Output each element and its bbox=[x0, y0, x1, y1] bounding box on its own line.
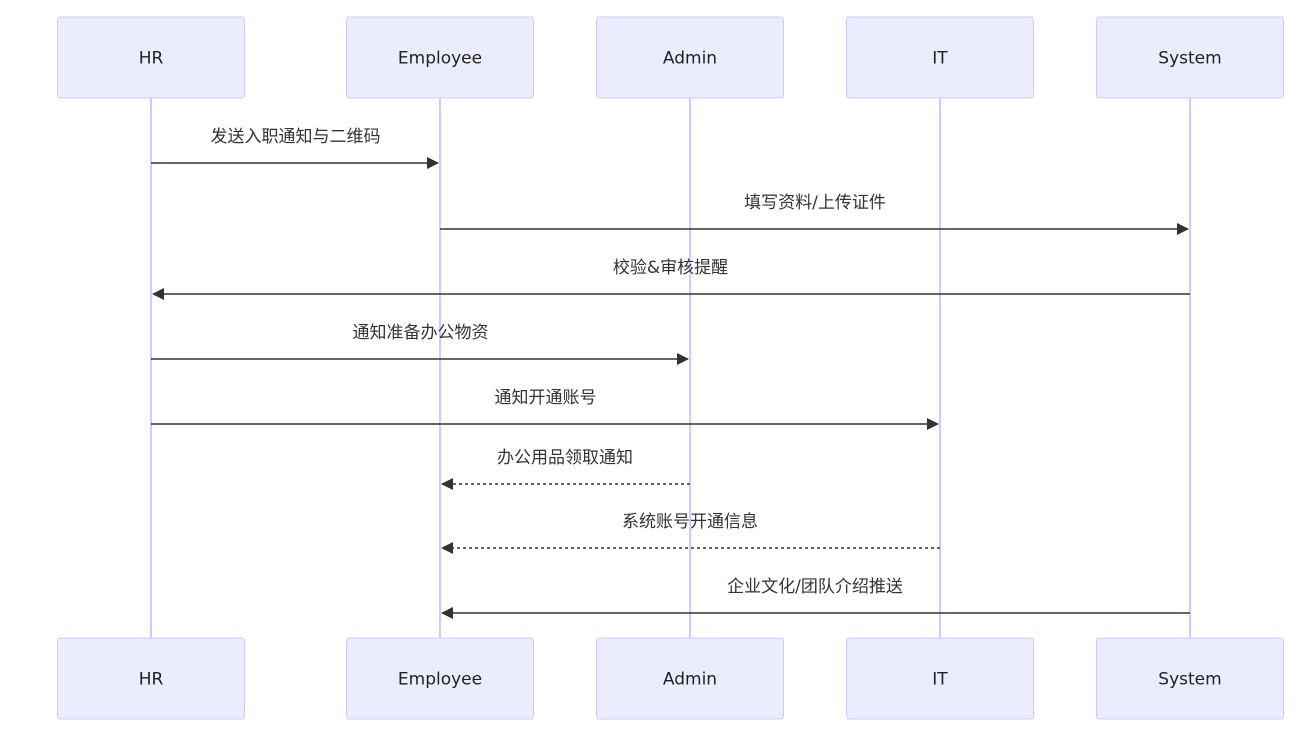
message-label: 通知开通账号 bbox=[495, 388, 597, 408]
actor-label: Employee bbox=[398, 49, 482, 69]
actor-box bbox=[846, 16, 1034, 99]
actor-label: HR bbox=[139, 49, 164, 69]
actor-employee-top: Employee bbox=[346, 16, 534, 99]
message-label: 企业文化/团队介绍推送 bbox=[727, 577, 903, 597]
message-label: 校验&审核提醒 bbox=[613, 258, 728, 278]
message-2: 填写资料/上传证件 bbox=[440, 193, 1189, 235]
actor-admin-bottom: Admin bbox=[596, 637, 784, 720]
actor-label: HR bbox=[139, 670, 164, 690]
actor-box bbox=[1096, 637, 1284, 720]
message-7: 系统账号开通信息 bbox=[441, 512, 940, 554]
actor-label: IT bbox=[932, 49, 948, 69]
actor-it-top: IT bbox=[846, 16, 1034, 99]
actor-box bbox=[596, 637, 784, 720]
actor-box bbox=[596, 16, 784, 99]
actor-label: System bbox=[1158, 670, 1221, 690]
actor-label: Employee bbox=[398, 670, 482, 690]
actor-box bbox=[846, 637, 1034, 720]
message-8: 企业文化/团队介绍推送 bbox=[441, 577, 1190, 619]
message-label: 系统账号开通信息 bbox=[622, 512, 758, 532]
message-5: 通知开通账号 bbox=[151, 388, 939, 430]
actor-label: IT bbox=[932, 670, 948, 690]
actor-hr-bottom: HR bbox=[57, 637, 245, 720]
message-6: 办公用品领取通知 bbox=[441, 448, 690, 490]
message-1: 发送入职通知与二维码 bbox=[151, 127, 439, 169]
actor-box bbox=[57, 16, 245, 99]
message-label: 发送入职通知与二维码 bbox=[211, 127, 381, 147]
message-label: 填写资料/上传证件 bbox=[744, 193, 886, 213]
actor-label: System bbox=[1158, 49, 1221, 69]
message-4: 通知准备办公物资 bbox=[151, 323, 689, 365]
actor-admin-top: Admin bbox=[596, 16, 784, 99]
message-label: 通知准备办公物资 bbox=[353, 323, 489, 343]
actor-box bbox=[346, 16, 534, 99]
actor-hr-top: HR bbox=[57, 16, 245, 99]
actor-label: Admin bbox=[663, 670, 717, 690]
actor-box bbox=[57, 637, 245, 720]
actor-system-top: System bbox=[1096, 16, 1284, 99]
actor-it-bottom: IT bbox=[846, 637, 1034, 720]
actor-box bbox=[346, 637, 534, 720]
actor-employee-bottom: Employee bbox=[346, 637, 534, 720]
actor-label: Admin bbox=[663, 49, 717, 69]
actor-box bbox=[1096, 16, 1284, 99]
actor-system-bottom: System bbox=[1096, 637, 1284, 720]
message-label: 办公用品领取通知 bbox=[497, 448, 633, 468]
message-3: 校验&审核提醒 bbox=[152, 258, 1190, 300]
